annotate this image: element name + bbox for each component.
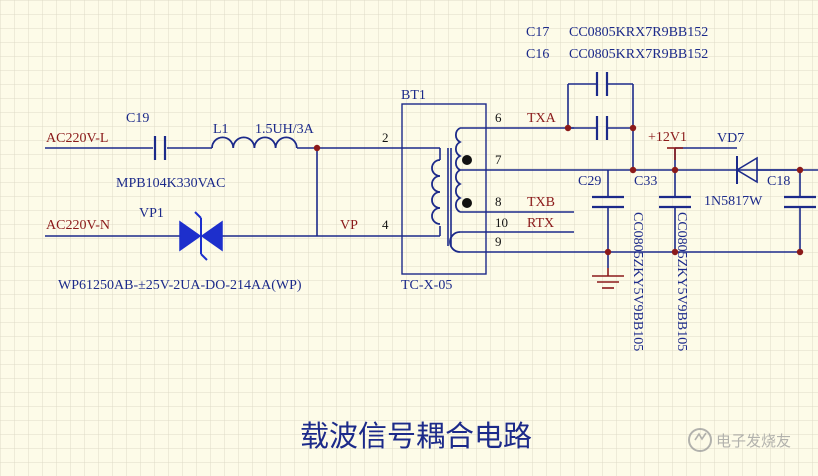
pin-9: 9 bbox=[495, 234, 502, 249]
ground-icon bbox=[592, 268, 624, 289]
c16-value: CC0805KRX7R9BB152 bbox=[569, 47, 708, 62]
pin-2: 2 bbox=[382, 130, 389, 145]
c19-value: MPB104K330VAC bbox=[116, 176, 225, 191]
secondary-coil-upper bbox=[454, 127, 462, 171]
l1-ref: L1 bbox=[213, 122, 229, 137]
net-rtx: RTX bbox=[527, 216, 554, 231]
net-txa: TXA bbox=[527, 111, 557, 126]
capacitor-c19 bbox=[153, 136, 167, 160]
capacitor-c17 bbox=[595, 72, 609, 96]
bt1-ref: BT1 bbox=[401, 88, 426, 103]
c16-ref: C16 bbox=[526, 47, 549, 62]
polarity-dot-upper bbox=[462, 155, 472, 165]
c18-ref: C18 bbox=[767, 174, 790, 189]
watermark-logo-icon bbox=[688, 428, 712, 452]
c33-value: CC0805ZKY5V9BB105 bbox=[674, 212, 689, 351]
net-12v: +12V1 bbox=[648, 130, 687, 145]
net-ac220v-l: AC220V-L bbox=[46, 131, 109, 146]
tvs-diode-vp1 bbox=[179, 211, 223, 261]
net-vp: VP bbox=[340, 218, 358, 233]
c19-ref: C19 bbox=[126, 111, 149, 126]
bt1-value: TC-X-05 bbox=[401, 278, 452, 293]
pin-4: 4 bbox=[382, 217, 389, 232]
pin-7: 7 bbox=[495, 152, 502, 167]
c29-ref: C29 bbox=[578, 174, 601, 189]
diagram-title: 载波信号耦合电路 bbox=[300, 419, 532, 453]
c33-ref: C33 bbox=[634, 174, 657, 189]
pin-6: 6 bbox=[495, 110, 502, 125]
vp1-value: WP61250AB-±25V-2UA-DO-214AA(WP) bbox=[58, 278, 302, 293]
pin-8: 8 bbox=[495, 194, 502, 209]
net-ac220v-n: AC220V-N bbox=[46, 218, 110, 233]
transformer-box bbox=[401, 103, 487, 275]
capacitor-c33 bbox=[659, 195, 691, 209]
c17-ref: C17 bbox=[526, 25, 549, 40]
l1-value: 1.5UH/3A bbox=[255, 122, 315, 137]
transformer-bt1 bbox=[401, 103, 487, 275]
capacitor-c16 bbox=[595, 116, 609, 140]
vp1-ref: VP1 bbox=[139, 206, 164, 221]
watermark: 电子发烧友 bbox=[688, 428, 791, 452]
capacitor-c18 bbox=[784, 195, 816, 209]
junction-dots bbox=[313, 124, 804, 256]
c17-value: CC0805KRX7R9BB152 bbox=[569, 25, 708, 40]
primary-coil bbox=[431, 159, 441, 225]
power-flag-12v bbox=[667, 147, 683, 160]
pin-10: 10 bbox=[495, 215, 508, 230]
secondary-coil-third bbox=[449, 231, 461, 253]
vd7-ref: VD7 bbox=[717, 131, 744, 146]
inductor-l1 bbox=[211, 136, 298, 149]
net-txb: TXB bbox=[527, 195, 555, 210]
watermark-text: 电子发烧友 bbox=[716, 432, 791, 450]
diode-vd7 bbox=[735, 156, 780, 184]
vd7-value: 1N5817W bbox=[704, 194, 763, 209]
capacitor-c29 bbox=[592, 195, 624, 209]
c29-value: CC0805ZKY5V9BB105 bbox=[630, 212, 645, 351]
secondary-coil-lower bbox=[454, 169, 462, 213]
polarity-dot-lower bbox=[462, 198, 472, 208]
